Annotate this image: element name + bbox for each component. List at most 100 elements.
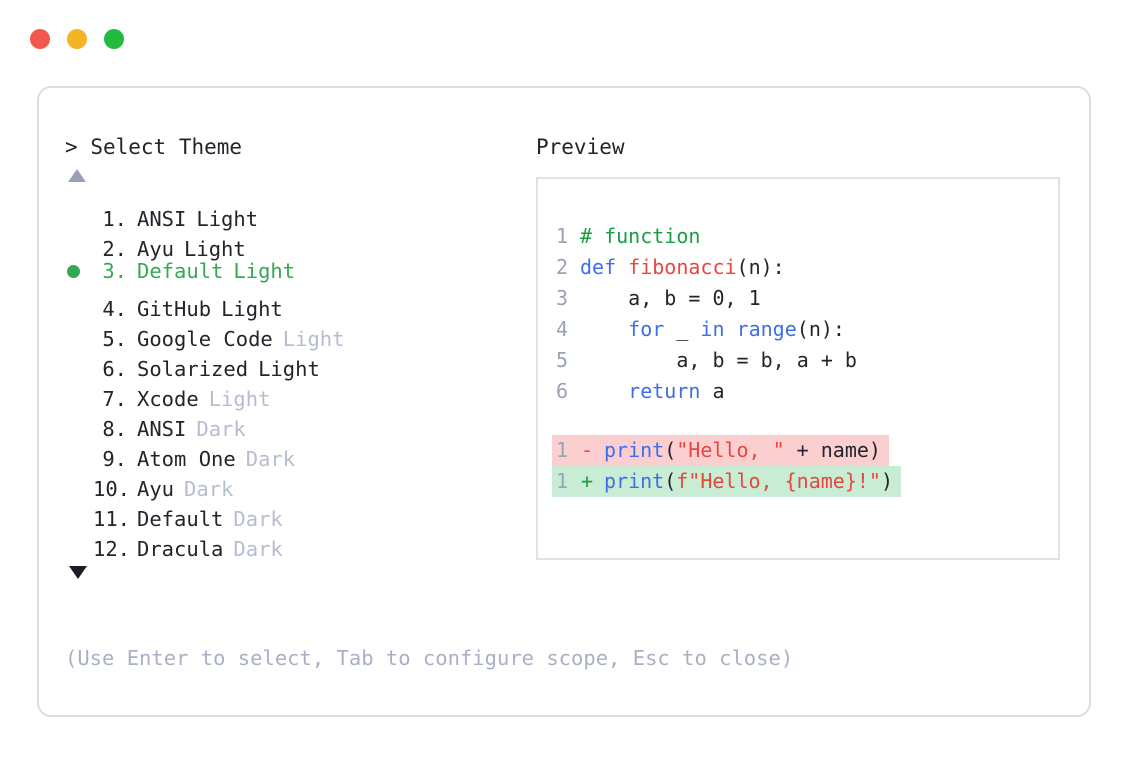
code-token-blue: print xyxy=(604,438,665,462)
selection-bullet-cell xyxy=(65,496,93,526)
theme-item-variant: Light xyxy=(208,387,271,411)
selection-bullet-cell xyxy=(65,196,93,226)
theme-item-variant: Dark xyxy=(245,447,296,471)
theme-list-item[interactable]: 4. GitHub Light xyxy=(65,286,535,321)
theme-item-name: Ayu xyxy=(137,237,175,261)
selection-bullet-cell xyxy=(65,466,93,496)
code-token-plain: a, b = b, a + b xyxy=(580,348,857,372)
window-minimize-button[interactable] xyxy=(67,29,87,49)
theme-item-variant: Light xyxy=(233,259,296,283)
code-line-text: for _ in range(n): xyxy=(580,314,845,345)
theme-item-variant: Light xyxy=(196,207,259,231)
theme-item-name: GitHub xyxy=(137,297,212,321)
code-token-plain xyxy=(725,317,737,341)
code-token-string: f"Hello, {name}!" xyxy=(676,469,881,493)
theme-item-name: Atom One xyxy=(137,447,236,471)
code-line: 5 a, b = b, a + b xyxy=(552,345,1050,376)
theme-item-variant: Dark xyxy=(233,537,283,561)
selection-bullet-cell xyxy=(65,346,93,376)
selection-bullet-cell xyxy=(65,257,93,287)
code-token-plain: ( xyxy=(664,438,677,462)
code-line: 2 def fibonacci(n): xyxy=(552,252,1050,283)
selection-bullet-cell xyxy=(65,406,93,436)
code-line-number: 4 xyxy=(555,317,568,341)
preview-title: Preview xyxy=(536,135,625,159)
code-token-string: "Hello, " xyxy=(676,438,785,462)
code-token-comment: # function xyxy=(580,224,701,248)
code-token-plain: ) xyxy=(880,469,894,493)
theme-list-item[interactable]: 9. Atom One Dark xyxy=(65,436,535,471)
page-title: Select Theme xyxy=(90,135,243,159)
code-line: 4 for _ in range(n): xyxy=(552,314,1050,345)
code-line: 3 a, b = 0, 1 xyxy=(552,283,1050,314)
theme-item-number: 5. xyxy=(102,327,127,351)
theme-item-number: 1. xyxy=(102,207,127,231)
selection-bullet-cell xyxy=(65,226,93,256)
keyboard-hint: (Use Enter to select, Tab to configure s… xyxy=(65,646,794,670)
theme-item-name: Ayu xyxy=(137,477,175,501)
window-close-button[interactable] xyxy=(30,29,50,49)
code-line-text: def fibonacci(n): xyxy=(580,252,785,283)
diff-line-text: print(f"Hello, {name}!") xyxy=(604,466,901,497)
theme-item-number: 12. xyxy=(93,537,131,561)
code-gap xyxy=(552,407,1050,435)
code-line: 1 # function xyxy=(552,221,1050,252)
theme-item-number: 8. xyxy=(102,417,127,441)
code-line-number: 5 xyxy=(555,348,568,372)
code-token-plain: + name) xyxy=(784,438,881,462)
theme-item-number: 11. xyxy=(93,507,131,531)
theme-item-number: 6. xyxy=(102,357,127,381)
code-token-plain: _ xyxy=(664,317,701,341)
theme-item-variant: Light xyxy=(221,297,283,321)
theme-item-number: 9. xyxy=(102,447,127,471)
theme-item-variant: Dark xyxy=(196,417,246,441)
triangle-down-icon[interactable] xyxy=(69,566,87,579)
code-line-text: a, b = 0, 1 xyxy=(580,283,760,314)
code-line-text: # function xyxy=(580,221,700,252)
code-token-plain: (n): xyxy=(796,317,845,341)
theme-item-name: ANSI xyxy=(137,207,187,231)
diff-line-del: 1-print("Hello, " + name) xyxy=(552,435,889,466)
diff-lines: 1-print("Hello, " + name)1+print(f"Hello… xyxy=(552,435,1050,497)
triangle-up-icon[interactable] xyxy=(68,169,86,182)
code-line-number: 3 xyxy=(555,286,568,310)
code-token-plain xyxy=(580,379,628,403)
selection-bullet-cell xyxy=(65,526,93,556)
code-token-keyword: in xyxy=(700,317,725,341)
theme-item-variant: Dark xyxy=(233,507,283,531)
code-token-blue: print xyxy=(604,469,665,493)
window-maximize-button[interactable] xyxy=(104,29,124,49)
code-token-func: fibonacci xyxy=(628,255,737,279)
theme-item-number: 7. xyxy=(102,387,127,411)
code-line-number: 2 xyxy=(555,255,568,279)
theme-item-name: Default xyxy=(137,259,224,283)
selected-bullet-icon xyxy=(67,265,80,278)
selection-bullet-cell xyxy=(65,376,93,406)
code-line: 6 return a xyxy=(552,376,1050,407)
theme-item-number: 4. xyxy=(102,297,127,321)
code-line-number: 1 xyxy=(555,224,568,248)
theme-item-number: 2. xyxy=(102,237,127,261)
diff-line-text: print("Hello, " + name) xyxy=(604,435,889,466)
prompt-marker: > xyxy=(65,135,78,159)
theme-item-variant: Dark xyxy=(184,477,234,501)
selection-bullet-cell xyxy=(65,316,93,346)
code-token-plain: (n): xyxy=(736,255,785,279)
theme-list-item[interactable]: 1. ANSI Light xyxy=(65,196,535,231)
